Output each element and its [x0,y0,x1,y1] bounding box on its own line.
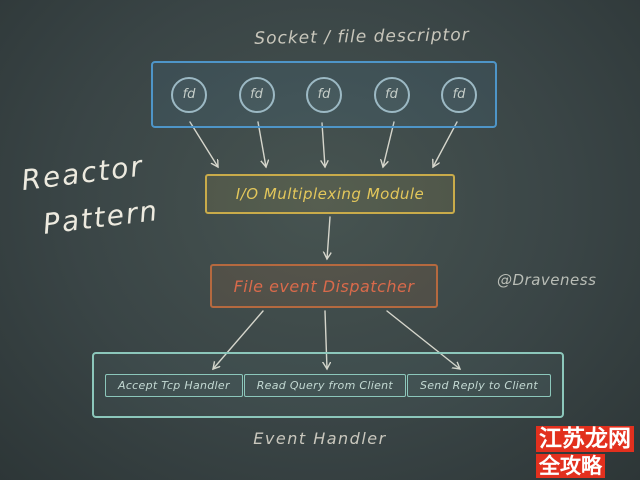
fd-node: fd [373,76,410,113]
io-multiplexing-module-box: I/O Multiplexing Module [205,174,455,214]
fd-node-label: fd [182,87,196,102]
handler-label: Accept Tcp Handler [118,378,230,392]
site-watermark-badge: 江苏龙网 全攻略 [536,425,634,478]
fd-node: fd [238,76,275,113]
file-event-dispatcher-box: File event Dispatcher [210,264,438,308]
handler-label: Send Reply to Client [419,378,538,392]
socket-fd-container-box: fd fd fd fd fd [151,61,497,128]
handler-box-accept-tcp: Accept Tcp Handler [105,373,243,397]
event-handler-group-box: Accept Tcp Handler Read Query from Clien… [92,352,564,418]
handler-box-send-reply: Send Reply to Client [406,373,551,397]
handler-box-read-query: Read Query from Client [243,373,407,397]
event-handler-label: Event Handler [253,429,387,448]
fd-node: fd [171,76,207,113]
arrow-fd5-to-mux [433,121,458,167]
arrow-fd3-to-mux [322,122,325,167]
arrow-fd4-to-mux [383,121,395,167]
fd-node-label: fd [452,87,466,102]
arrow-fd2-to-mux [257,121,266,167]
author-watermark: @Draveness [497,271,597,289]
io-multiplexing-module-label: I/O Multiplexing Module [235,185,425,203]
fd-node-label: fd [385,87,398,102]
site-watermark-line1: 江苏龙网 [536,425,634,452]
fd-node-label: fd [317,87,331,102]
fd-node-label: fd [250,87,263,102]
fd-node: fd [441,76,477,113]
site-watermark-line2: 全攻略 [536,453,605,478]
file-event-dispatcher-label: File event Dispatcher [233,276,415,296]
reactor-pattern-title: Reactor Pattern [19,142,162,250]
arrow-mux-to-dispatcher [327,216,330,259]
arrow-fd1-to-mux [189,121,218,167]
fd-node: fd [306,76,342,113]
handler-label: Read Query from Client [256,378,394,392]
socket-file-descriptor-label: Socket / file descriptor [254,25,470,49]
